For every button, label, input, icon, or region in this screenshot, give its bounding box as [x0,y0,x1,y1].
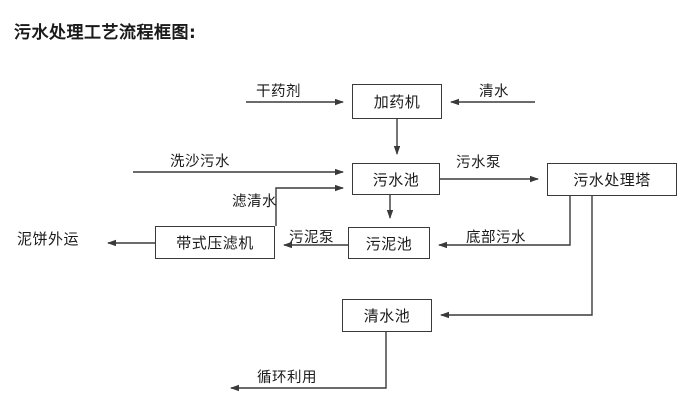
node-dosing-machine[interactable]: 加药机 [352,84,442,119]
node-label: 带式压滤机 [176,234,254,252]
node-treatment-tower[interactable]: 污水处理塔 [547,163,677,196]
connector-treatment-tower-to-clearwater-pool [440,196,593,319]
node-label: 加药机 [373,93,421,111]
edge-label-sludge-pump: 污泥泵 [289,230,334,246]
node-label: 污泥池 [365,234,413,253]
page-title: 污水处理工艺流程框图: [14,23,197,43]
connector-treatment-tower-to-sludge-pool [438,196,571,249]
edge-label-sand-wash-water: 洗沙污水 [170,154,230,170]
node-label: 污水处理塔 [573,171,651,189]
node-sludge-pool[interactable]: 污泥池 [348,227,430,259]
node-clearwater-pool[interactable]: 清水池 [342,299,432,332]
edge-label-dry-reagent: 干药剂 [256,84,301,100]
edge-label-sewage-pump: 污水泵 [456,155,501,171]
connector-filtered-water-to-sewage-pool [275,184,344,226]
terminal-label-mud-cake-out: 泥饼外运 [17,230,80,248]
node-sewage-pool[interactable]: 污水池 [352,163,440,195]
node-label: 污水池 [372,170,420,189]
node-label: 清水池 [363,307,411,325]
edge-label-clean-water-in: 清水 [479,84,509,100]
edge-label-bottom-sewage: 底部污水 [466,230,526,246]
edge-label-filtered-water: 滤清水 [232,194,277,210]
connector-clearwater-pool-to-recycle [230,332,387,392]
node-belt-press[interactable]: 带式压滤机 [155,226,275,259]
edge-label-recycle-reuse: 循环利用 [257,370,317,386]
